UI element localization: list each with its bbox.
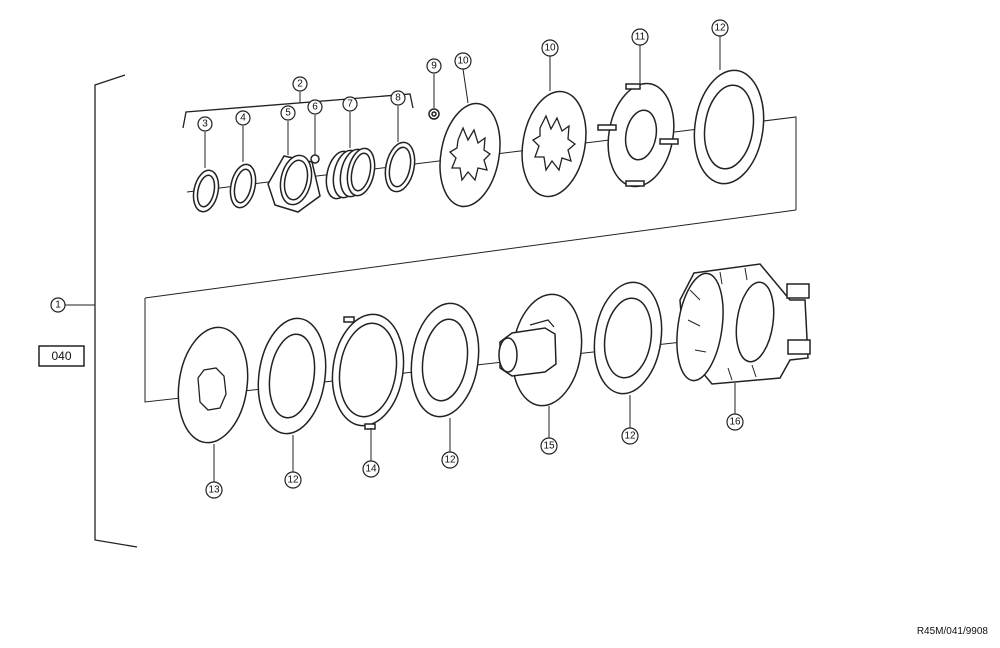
svg-text:12: 12 (444, 455, 456, 466)
callout-2: 2 (292, 76, 308, 92)
part-thrust-washer (177, 326, 249, 444)
assembly-bracket (65, 74, 138, 548)
svg-text:12: 12 (624, 431, 636, 442)
svg-text:4: 4 (240, 113, 246, 124)
leader-lines (204, 36, 736, 482)
svg-text:10: 10 (457, 56, 469, 67)
part-friction-disc-b (257, 317, 327, 435)
svg-text:6: 6 (312, 102, 318, 113)
part-splined-plate-b (521, 90, 587, 198)
callout-13: 13 (205, 481, 223, 499)
callout-12b: 12 (284, 471, 302, 489)
callout-7: 7 (342, 96, 358, 112)
svg-text:15: 15 (543, 441, 555, 452)
callout-12d: 12 (621, 427, 639, 445)
callout-1: 1 (50, 297, 66, 313)
part-friction-disc-upper (693, 69, 765, 185)
part-friction-disc-c (410, 302, 480, 418)
callout-14: 14 (362, 460, 380, 478)
part-carrier (597, 82, 679, 188)
svg-text:3: 3 (202, 119, 208, 130)
callout-10b: 10 (541, 39, 559, 57)
callout-12c: 12 (441, 451, 459, 469)
svg-text:2: 2 (297, 79, 303, 90)
svg-text:11: 11 (635, 32, 646, 43)
callout-11: 11 (631, 28, 649, 46)
part-splined-plate-a (439, 102, 501, 208)
callout-3: 3 (197, 116, 213, 132)
part-friction-disc-d (593, 281, 663, 395)
svg-text:8: 8 (395, 93, 401, 104)
part-spring-pack (325, 147, 376, 200)
callout-16: 16 (726, 413, 744, 431)
svg-text:1: 1 (55, 300, 61, 311)
callout-12a: 12 (711, 19, 729, 37)
callout-6: 6 (307, 99, 323, 115)
part-seal-ring (229, 163, 257, 209)
svg-text:10: 10 (544, 43, 556, 54)
part-snap-ring (192, 169, 220, 213)
svg-text:13: 13 (208, 485, 220, 496)
callout-8: 8 (390, 90, 406, 106)
svg-text:12: 12 (287, 475, 299, 486)
svg-text:14: 14 (365, 464, 377, 475)
subgroup-bracket (182, 92, 414, 129)
svg-text:5: 5 (285, 108, 291, 119)
svg-text:12: 12 (714, 23, 726, 34)
part-clutch-drum (676, 263, 811, 385)
group-box-label: 040 (51, 349, 71, 363)
part-hub (498, 293, 583, 407)
svg-text:7: 7 (347, 99, 353, 110)
svg-text:9: 9 (431, 61, 437, 72)
part-steel-plate (331, 313, 405, 430)
part-ring (384, 141, 416, 193)
callout-10a: 10 (454, 52, 472, 70)
callout-4: 4 (235, 110, 251, 126)
callout-15: 15 (540, 437, 558, 455)
group-box: 040 (38, 345, 85, 367)
part-ball (310, 154, 320, 164)
reference-code: R45M/041/9908 (917, 626, 989, 637)
part-nut (428, 108, 440, 120)
part-piston (267, 154, 321, 213)
svg-text:16: 16 (729, 417, 741, 428)
callout-5: 5 (280, 105, 296, 121)
callout-9: 9 (426, 58, 442, 74)
